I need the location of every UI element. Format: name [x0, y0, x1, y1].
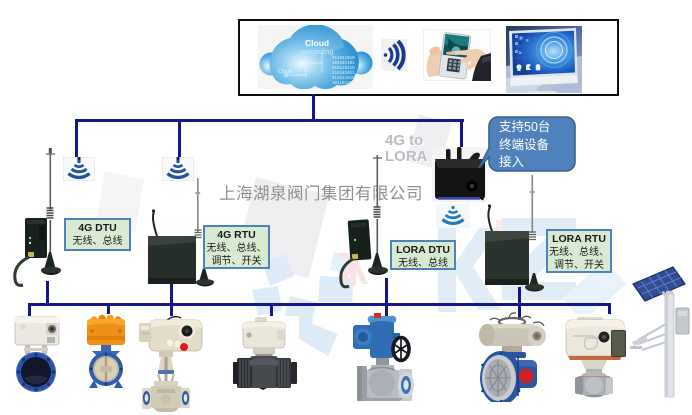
svg-text:011011010: 011011010 — [332, 77, 355, 81]
svg-text:011011010: 011011010 — [332, 57, 355, 61]
svg-text:computing: computing — [301, 49, 333, 56]
svg-text:110101011: 110101011 — [332, 72, 355, 76]
svg-text:101101101: 101101101 — [332, 82, 355, 86]
svg-text:Cloud: Cloud — [278, 69, 292, 75]
svg-text:Cloud: Cloud — [305, 38, 329, 48]
svg-text:101101101: 101101101 — [332, 62, 355, 66]
svg-text:010110110: 010110110 — [332, 67, 355, 71]
